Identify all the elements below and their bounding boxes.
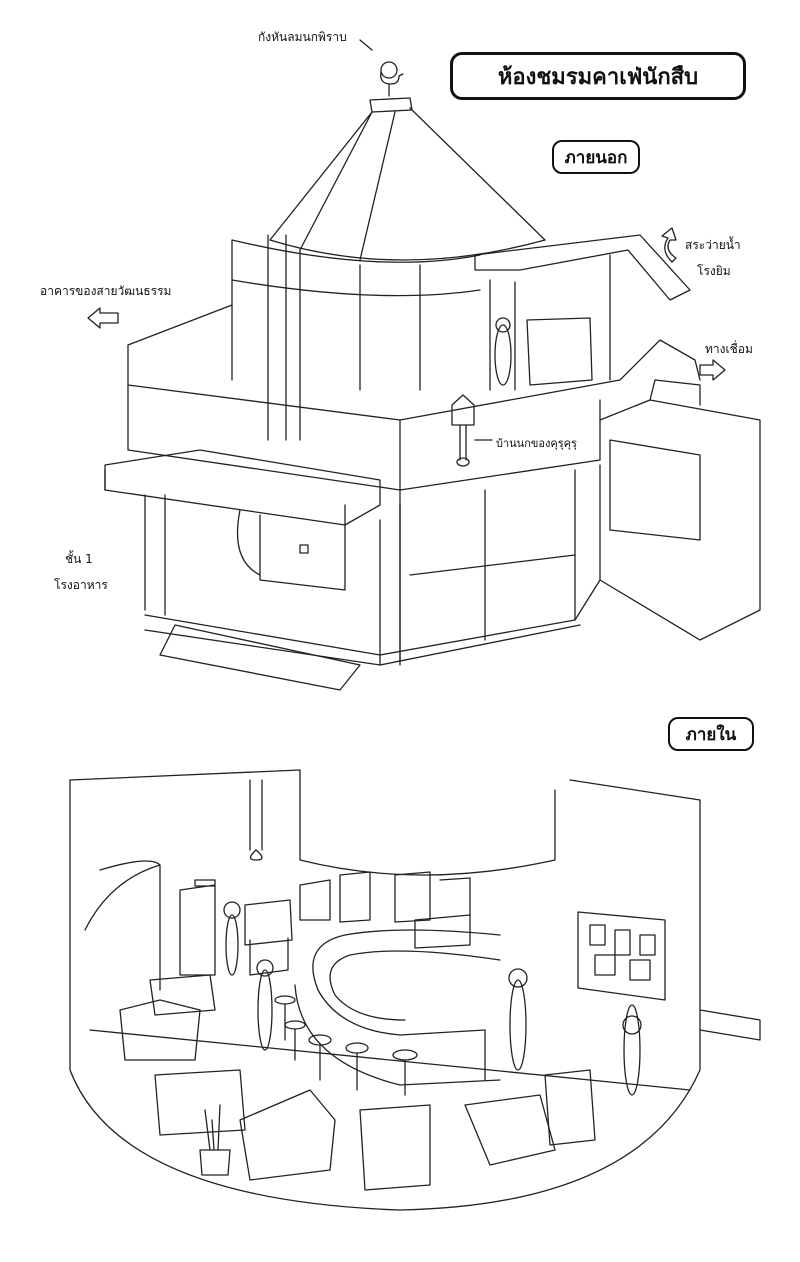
pigeon-weathervane-icon	[380, 61, 404, 97]
arrow-left-icon	[87, 307, 119, 329]
label-birdhouse: บ้านนกของคุรุคุรุ	[496, 437, 577, 450]
stool-icon	[274, 995, 418, 1096]
label-weathervane: กังหันลมนกพิราบ	[258, 30, 347, 44]
section-exterior: ภายนอก	[552, 140, 640, 174]
arrow-curved-icon	[661, 227, 677, 263]
label-cafeteria: โรงอาหาร	[54, 578, 108, 592]
page-title: ห้องชมรมคาเฟ่นักสืบ	[450, 52, 746, 100]
label-gym: โรงยิม	[697, 264, 731, 278]
label-walkway: ทางเชื่อม	[705, 342, 753, 356]
section-interior: ภายใน	[668, 717, 754, 751]
label-pool: สระว่ายน้ำ	[685, 238, 741, 252]
label-floor: ชั้น 1	[65, 552, 93, 566]
label-culture-building: อาคารของสายวัฒนธรรม	[40, 284, 172, 298]
arrow-right-icon	[699, 359, 726, 381]
